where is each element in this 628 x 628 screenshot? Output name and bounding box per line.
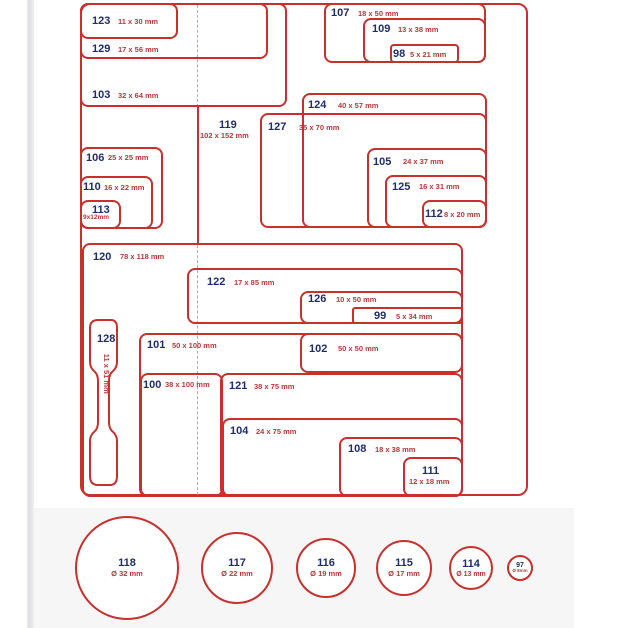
label-size-119: 102 x 152 mm: [200, 131, 249, 140]
label-number-124: 124: [308, 99, 327, 111]
label-size-129: 17 x 56 mm: [118, 45, 159, 54]
circle-label-114: 114 Ø 13 mm: [449, 546, 493, 590]
label-number-102: 102: [309, 343, 328, 355]
label-number-107: 107: [331, 7, 350, 19]
label-size-124: 40 x 57 mm: [338, 101, 379, 110]
circle-size-115: Ø 17 mm: [388, 569, 420, 579]
label-size-110: 16 x 22 mm: [104, 183, 145, 192]
label-number-113: 113: [92, 204, 110, 216]
label-number-103: 103: [92, 89, 111, 101]
label-outline-111: [403, 457, 463, 497]
circle-label-97: 97 Ø 8mm: [507, 555, 533, 581]
circle-label-115: 115 Ø 17 mm: [376, 540, 432, 596]
label-size-99: 5 x 34 mm: [396, 312, 433, 321]
circle-size-118: Ø 32 mm: [111, 569, 143, 579]
label-outline-102: [300, 333, 463, 373]
label-outline-100: [140, 373, 223, 497]
label-number-100: 100: [143, 379, 162, 391]
label-number-127: 127: [268, 121, 287, 133]
label-size-103: 32 x 64 mm: [118, 91, 159, 100]
label-number-98: 98: [393, 48, 406, 60]
label-size-122: 17 x 85 mm: [234, 278, 275, 287]
label-number-108: 108: [348, 443, 367, 455]
label-119-edge: [197, 107, 199, 243]
label-number-128: 128: [97, 333, 116, 345]
circle-size-116: Ø 19 mm: [310, 569, 342, 579]
circle-size-117: Ø 22 mm: [221, 569, 253, 579]
circle-label-116: 116 Ø 19 mm: [296, 538, 356, 598]
label-size-126: 10 x 50 mm: [336, 295, 377, 304]
label-size-108: 18 x 38 mm: [375, 445, 416, 454]
label-number-120: 120: [93, 251, 112, 263]
label-number-105: 105: [373, 156, 392, 168]
label-size-120: 78 x 118 mm: [120, 252, 165, 261]
label-outline-113: [80, 200, 121, 229]
label-number-109: 109: [372, 23, 391, 35]
label-outline-98: [390, 44, 459, 63]
circle-number-116: 116: [317, 557, 335, 570]
label-number-125: 125: [392, 181, 411, 193]
label-number-123: 123: [92, 15, 111, 27]
label-size-105: 24 x 37 mm: [403, 157, 444, 166]
label-outline-112: [422, 200, 487, 228]
label-size-104: 24 x 75 mm: [256, 427, 297, 436]
label-outline-99: [352, 307, 463, 324]
circle-size-97: Ø 8mm: [512, 568, 528, 574]
label-size-106: 25 x 25 mm: [108, 153, 149, 162]
fold-line-top: [197, 5, 198, 107]
label-number-121: 121: [229, 380, 248, 392]
label-number-111: 111: [422, 465, 440, 477]
label-number-122: 122: [207, 276, 226, 288]
label-size-125: 16 x 31 mm: [419, 182, 460, 191]
label-number-129: 129: [92, 43, 111, 55]
label-size-109: 13 x 38 mm: [398, 25, 439, 34]
circle-label-117: 117 Ø 22 mm: [201, 532, 273, 604]
label-number-126: 126: [308, 293, 327, 305]
label-number-104: 104: [230, 425, 249, 437]
label-size-112: 8 x 20 mm: [444, 210, 481, 219]
label-number-110: 110: [83, 181, 101, 193]
fold-line-bottom: [197, 245, 198, 495]
label-size-113: 9x12mm: [83, 214, 110, 221]
label-size-102: 50 x 50 mm: [338, 344, 379, 353]
label-number-106: 106: [86, 152, 105, 164]
page-edge: [0, 0, 34, 628]
label-outline-123: [80, 3, 178, 39]
label-number-112: 112: [425, 208, 443, 220]
circle-number-118: 118: [118, 557, 136, 570]
circle-label-118: 118 Ø 32 mm: [75, 516, 179, 620]
label-number-119: 119: [219, 119, 237, 131]
label-number-99: 99: [374, 310, 387, 322]
label-size-123: 11 x 30 mm: [118, 17, 159, 26]
label-size-100: 38 x 100 mm: [165, 380, 210, 389]
circle-number-114: 114: [462, 557, 480, 570]
label-size-121: 38 x 75 mm: [254, 382, 295, 391]
circle-size-114: Ø 13 mm: [456, 570, 486, 578]
label-size-128: 11 x 51 mm: [101, 353, 111, 394]
label-number-101: 101: [147, 339, 166, 351]
circle-number-115: 115: [395, 557, 413, 570]
label-size-107: 18 x 50 mm: [358, 9, 399, 18]
circle-number-117: 117: [228, 557, 246, 570]
label-size-98: 5 x 21 mm: [410, 50, 447, 59]
label-size-101: 50 x 100 mm: [172, 341, 217, 350]
label-size-127: 35 x 70 mm: [299, 123, 340, 132]
circle-number-97: 97: [516, 562, 524, 570]
label-size-111: 12 x 18 mm: [409, 477, 450, 486]
